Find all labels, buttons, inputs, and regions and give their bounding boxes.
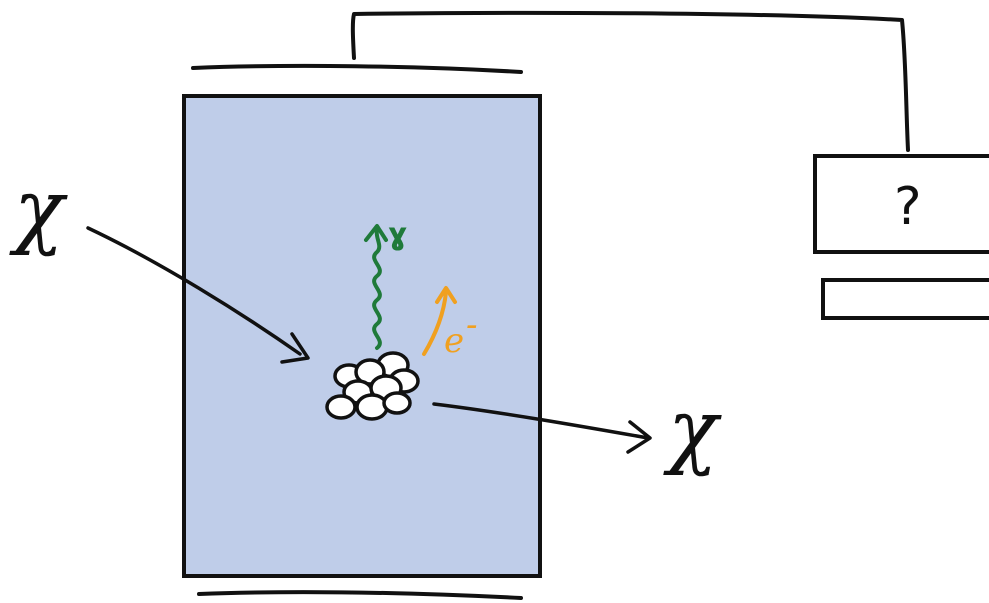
electron-curved-line-icon	[422, 290, 448, 356]
outgoing-particle-label: χ	[663, 383, 722, 478]
nucleon	[382, 391, 412, 415]
readout-device: ?	[813, 154, 989, 320]
nucleon	[325, 394, 357, 420]
photon-wavy-line-icon	[372, 228, 382, 350]
readout-base-bar	[821, 278, 989, 320]
electron-label: e	[444, 321, 464, 361]
readout-question-mark: ?	[894, 177, 922, 237]
photon-arrowhead-icon	[364, 224, 388, 242]
outgoing-arrowhead-icon	[626, 420, 652, 454]
photon-label: ɣ	[388, 217, 407, 252]
incoming-particle-label: χ	[9, 163, 68, 258]
nucleon	[355, 393, 389, 421]
nucleus-cluster-icon	[325, 351, 420, 421]
incoming-particle-arrow	[86, 226, 302, 356]
electron-arrowhead-icon	[435, 286, 457, 304]
detector-volume	[182, 94, 542, 578]
readout-wire	[350, 10, 910, 152]
readout-box	[813, 154, 989, 254]
electron-charge-label: -	[466, 305, 478, 345]
outgoing-particle-arrow	[432, 402, 650, 440]
bottom-electrode	[197, 590, 523, 600]
top-electrode	[191, 63, 523, 74]
incoming-arrowhead-icon	[280, 332, 310, 364]
